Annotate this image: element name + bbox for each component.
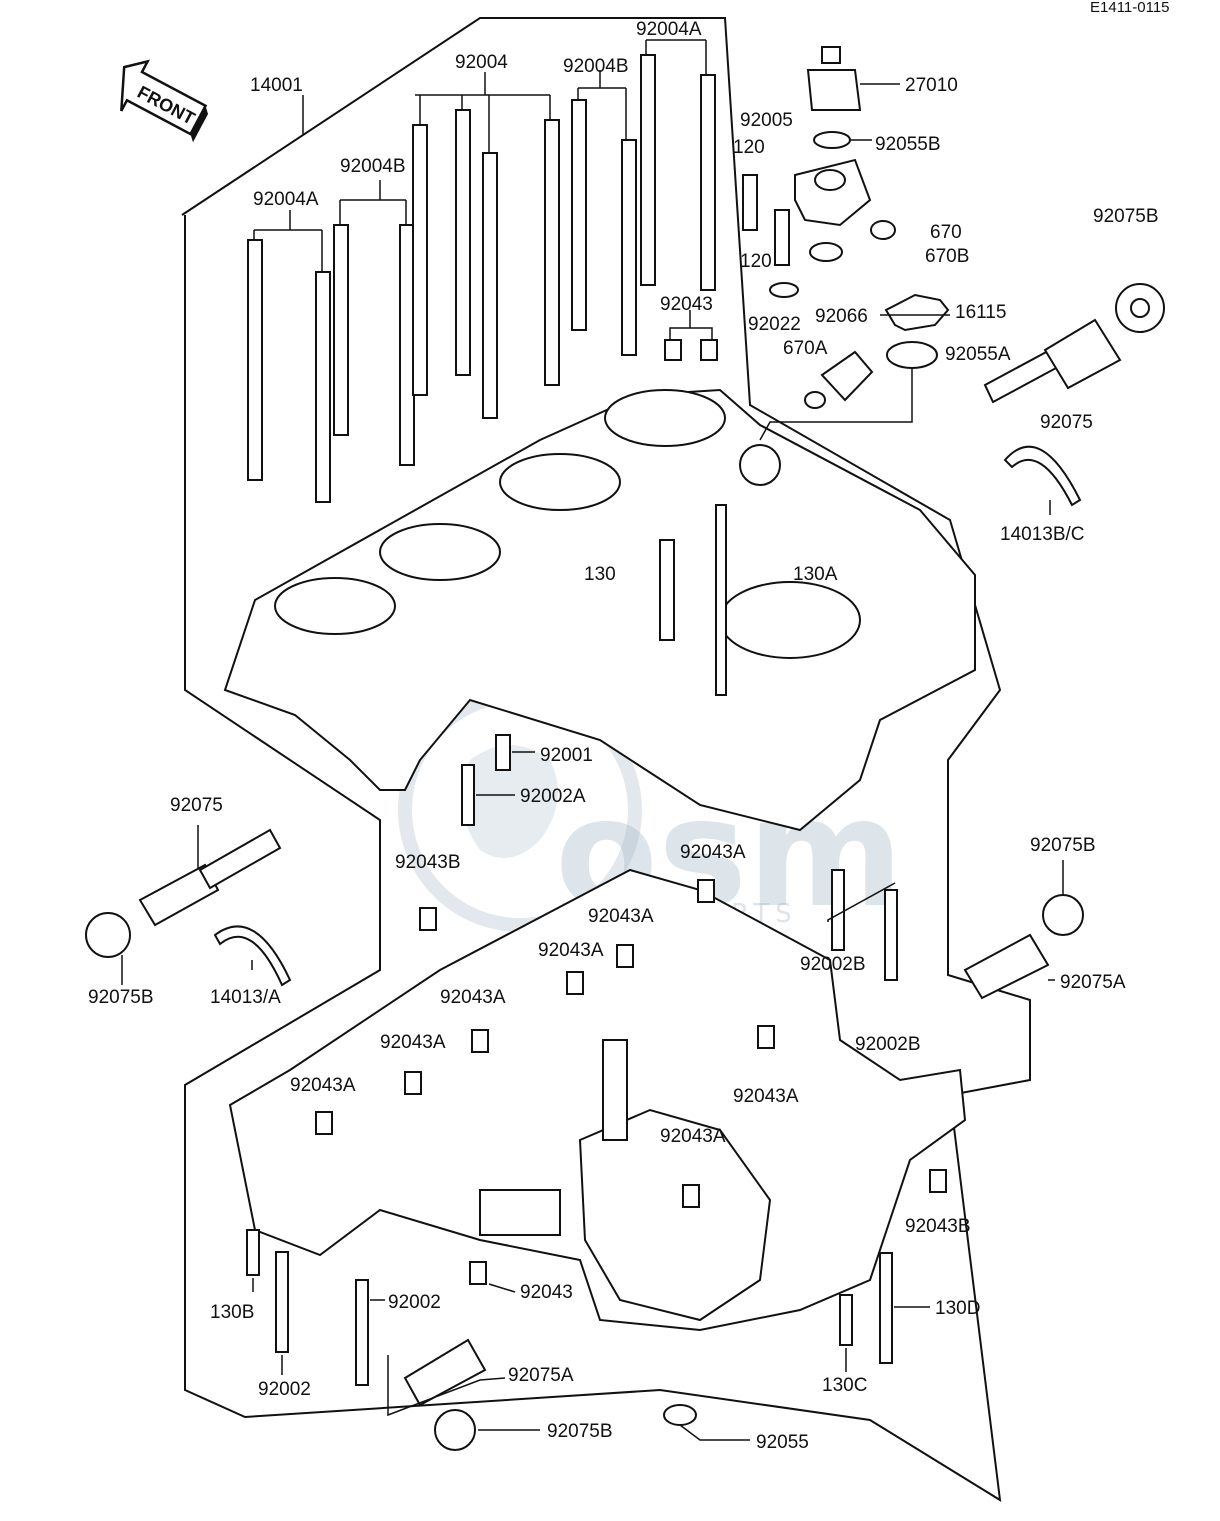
label-14013bc: 14013B/C xyxy=(1000,524,1085,545)
shaft-92075a-right xyxy=(963,933,1050,1000)
label-92043a-8: 92043A xyxy=(660,1126,726,1147)
front-arrow-icon: FRONT xyxy=(120,59,209,143)
label-92004b-top: 92004B xyxy=(563,56,629,77)
label-120-b: 120 xyxy=(740,251,772,272)
label-16115: 16115 xyxy=(955,302,1006,323)
label-92043a-7: 92043A xyxy=(733,1086,799,1107)
dowel-pins xyxy=(315,339,947,1285)
label-92043a-2: 92043A xyxy=(588,906,654,927)
label-92043b-left: 92043B xyxy=(395,852,461,873)
label-92004a-top: 92004A xyxy=(636,19,702,40)
label-92002a: 92002A xyxy=(520,786,586,807)
label-92043b-right: 92043B xyxy=(905,1216,971,1237)
bolt-92002a xyxy=(461,764,475,826)
lower-crankcase xyxy=(228,868,967,1332)
label-92075b-right: 92075B xyxy=(1093,206,1159,227)
bearing-14013a xyxy=(213,925,292,987)
label-92002-b: 92002 xyxy=(258,1379,311,1400)
washer-92022 xyxy=(769,282,799,298)
label-130a: 130A xyxy=(793,564,838,585)
shaft-92075-right xyxy=(983,318,1122,404)
label-130b: 130B xyxy=(210,1302,254,1323)
label-92043-bot: 92043 xyxy=(520,1282,573,1303)
oil-pressure-switch xyxy=(806,46,900,111)
label-670b: 670B xyxy=(925,246,969,267)
o-ring-670 xyxy=(870,220,896,240)
label-92075b-left: 92075B xyxy=(88,987,154,1008)
plug-120-b xyxy=(774,209,790,266)
label-92075-right: 92075 xyxy=(1040,412,1093,433)
label-92022: 92022 xyxy=(748,314,801,335)
upper-crankcase xyxy=(223,388,976,832)
o-ring-670b xyxy=(809,242,843,262)
label-27010: 27010 xyxy=(905,75,958,96)
bearing-14013bc xyxy=(1003,445,1082,507)
label-92001: 92001 xyxy=(540,745,593,766)
label-130: 130 xyxy=(584,564,616,585)
oil-passage-fitting xyxy=(794,158,872,227)
washer-92055b xyxy=(813,131,851,149)
label-92002b-1: 92002B xyxy=(800,954,866,975)
diagram-code: E1411-0115 xyxy=(1090,0,1170,16)
plug-120-a xyxy=(742,174,758,231)
part-labels: 14001 92004 92004A 92004B 92004B 92004A … xyxy=(88,19,1159,1453)
label-92043a-5: 92043A xyxy=(380,1032,446,1053)
label-92004b-left: 92004B xyxy=(340,156,406,177)
label-92075-left: 92075 xyxy=(170,795,223,816)
bolts-lower xyxy=(246,869,898,1386)
label-92043a-4: 92043A xyxy=(440,987,506,1008)
label-92002b-2: 92002B xyxy=(855,1034,921,1055)
label-92004: 92004 xyxy=(455,52,508,73)
oil-seal-92075b-left xyxy=(85,912,131,958)
label-130d: 130D xyxy=(935,1298,980,1319)
label-92043a-1: 92043A xyxy=(680,842,746,863)
plug-92066 xyxy=(820,350,874,402)
label-130c: 130C xyxy=(822,1375,867,1396)
label-14013a: 14013/A xyxy=(210,987,281,1008)
label-92005: 92005 xyxy=(740,110,793,131)
oil-seal-92075b-right2 xyxy=(1042,894,1084,936)
label-92075a-right: 92075A xyxy=(1060,972,1126,993)
label-92075a-bottom: 92075A xyxy=(508,1365,574,1386)
studs-group xyxy=(247,54,716,503)
washer-92055 xyxy=(663,1404,697,1426)
label-14001: 14001 xyxy=(250,75,303,96)
label-92075b-right2: 92075B xyxy=(1030,835,1096,856)
label-92043a-6: 92043A xyxy=(290,1075,356,1096)
shaft-92075-left xyxy=(138,828,282,927)
label-92066: 92066 xyxy=(815,306,868,327)
label-92004a-left: 92004A xyxy=(253,189,319,210)
oil-seal-92075b-bottom xyxy=(434,1409,476,1451)
o-ring-670a xyxy=(804,391,826,409)
o-ring-92055a xyxy=(886,341,938,369)
label-92075b-bottom: 92075B xyxy=(547,1421,613,1442)
label-92055a: 92055A xyxy=(945,344,1011,365)
label-92043a-3: 92043A xyxy=(538,940,604,961)
label-120-a: 120 xyxy=(733,137,765,158)
leader-lines xyxy=(253,39,713,345)
filler-cap-16115 xyxy=(884,293,950,332)
shaft-92075a-bottom xyxy=(403,1338,487,1407)
bolt-92001 xyxy=(495,734,511,771)
label-670a: 670A xyxy=(783,338,828,359)
label-92055: 92055 xyxy=(756,1432,809,1453)
label-92043-top: 92043 xyxy=(660,294,713,315)
label-92055b: 92055B xyxy=(875,134,941,155)
label-92002-a: 92002 xyxy=(388,1292,441,1313)
label-670: 670 xyxy=(930,222,962,243)
